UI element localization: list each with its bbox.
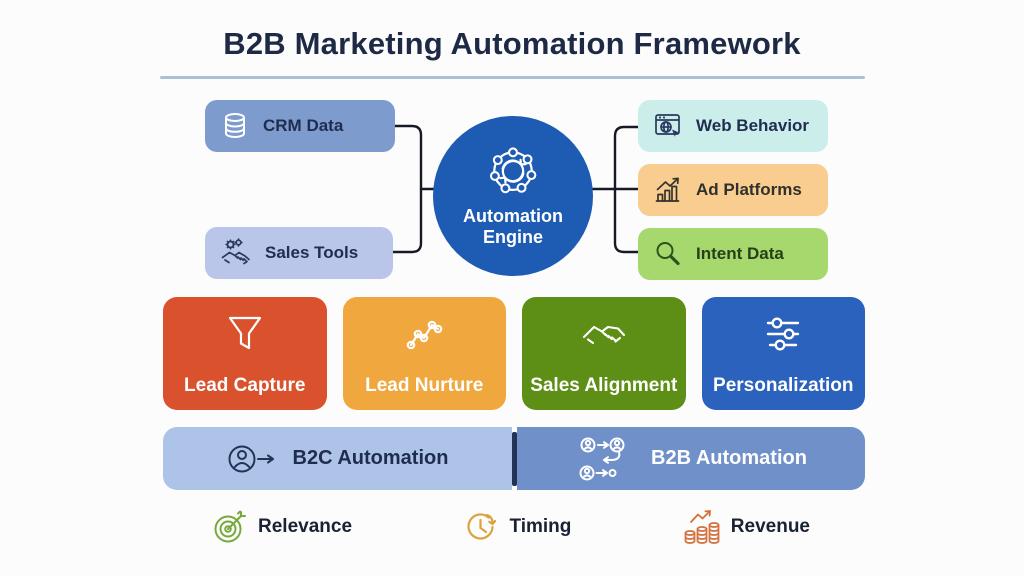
pillar-lead-capture: Lead Capture xyxy=(163,297,327,410)
metric-label: Timing xyxy=(509,516,572,537)
pillar-label: Lead Capture xyxy=(184,375,306,396)
pillar-label: Personalization xyxy=(713,375,854,396)
node-intent-data: Intent Data xyxy=(638,228,828,280)
pillar-sales-alignment: Sales Alignment xyxy=(522,297,686,410)
node-sales-tools: Sales Tools xyxy=(205,227,393,279)
node-ad-platforms: Ad Platforms xyxy=(638,164,828,216)
b2b-automation-segment: B2B Automation xyxy=(517,427,865,490)
node-label: Ad Platforms xyxy=(696,180,802,199)
node-label: Web Behavior xyxy=(696,116,810,135)
multi-user-flow-icon xyxy=(579,437,625,480)
title-underline xyxy=(160,76,865,79)
node-label: Sales Tools xyxy=(265,243,359,262)
engine-label: Automation Engine xyxy=(463,206,563,247)
clock-arrow-icon xyxy=(467,513,497,540)
footer-metrics: Relevance Timing xyxy=(212,509,810,545)
browser-globe-icon xyxy=(655,114,680,137)
target-dart-icon xyxy=(214,510,246,543)
b2c-automation-segment: B2C Automation xyxy=(163,427,512,490)
b2b-label: B2B Automation xyxy=(651,447,807,469)
pillar-lead-nurture: Lead Nurture xyxy=(342,297,506,410)
coins-growth-icon xyxy=(684,510,720,544)
single-user-arrow-icon xyxy=(228,445,274,472)
pillar-label: Lead Nurture xyxy=(365,375,484,396)
node-label: CRM Data xyxy=(263,116,344,135)
pillar-personalization: Personalization xyxy=(701,297,865,410)
trend-dots-icon xyxy=(406,320,443,350)
magnifier-icon xyxy=(656,242,680,266)
page-title: B2B Marketing Automation Framework xyxy=(223,26,801,61)
automation-engine-node: Automation Engine xyxy=(433,116,593,276)
pillar-label: Sales Alignment xyxy=(530,375,678,396)
database-icon xyxy=(225,113,245,138)
pillar-row: Lead Capture Lead Nurture xyxy=(163,297,865,410)
node-crm-data: CRM Data xyxy=(205,100,395,152)
sliders-icon xyxy=(767,317,800,351)
metric-revenue: Revenue xyxy=(683,509,810,545)
bar-chart-growth-icon xyxy=(655,177,680,202)
funnel-icon xyxy=(228,316,261,350)
metric-timing: Timing xyxy=(463,509,571,545)
automation-cycle-icon xyxy=(489,147,537,194)
node-web-behavior: Web Behavior xyxy=(638,100,828,152)
handshake-gears-icon xyxy=(221,238,250,265)
handshake-icon xyxy=(582,325,625,345)
metric-label: Relevance xyxy=(258,516,353,537)
node-label: Intent Data xyxy=(696,244,784,263)
metric-relevance: Relevance xyxy=(212,509,352,545)
b2c-label: B2C Automation xyxy=(292,447,449,469)
metric-label: Revenue xyxy=(730,516,810,537)
automation-bar: B2C Automation B2B Automation xyxy=(163,427,865,490)
bar-divider xyxy=(512,431,517,486)
